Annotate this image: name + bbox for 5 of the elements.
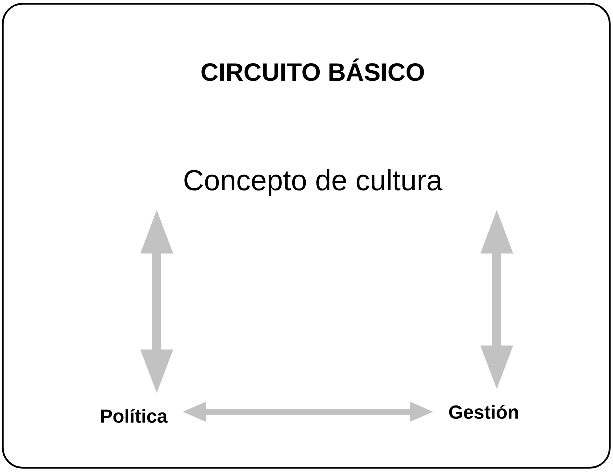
title: CIRCUITO BÁSICO: [202, 58, 424, 82]
label-text: Gestión: [449, 404, 518, 420]
frame: [2, 3, 611, 469]
label-text: Concepto de cultura: [184, 169, 443, 197]
label-text: Política: [101, 408, 168, 424]
